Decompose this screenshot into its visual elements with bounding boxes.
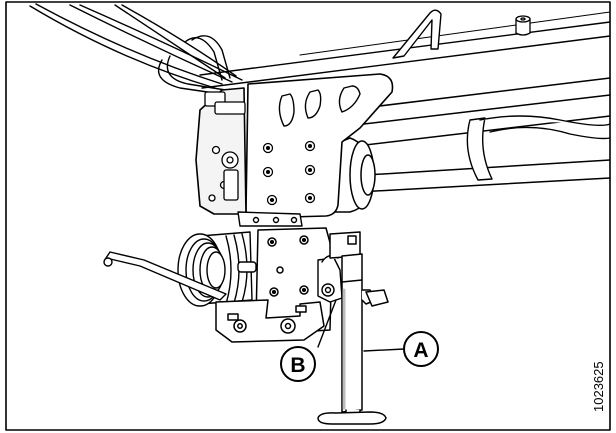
callout-leaders [317,299,405,352]
pull-rod [103,251,227,301]
tube-collar [466,115,611,181]
bolt-stud-top [515,15,531,36]
callout-b: B [280,346,316,382]
callout-b-label: B [290,354,305,377]
callout-a-label: A [413,339,428,362]
plate-slots [278,85,361,127]
figure-id: 1023625 [591,361,606,412]
hydraulic-hoses [29,3,243,97]
handle-bar [392,9,442,59]
leader-a [363,348,405,352]
leader-b [317,299,337,348]
cable-reel [177,231,257,307]
lower-bracket [237,211,303,227]
foot-bracket [215,299,325,343]
jack-stand [317,231,389,425]
valve-fittings [204,91,246,201]
callout-a: A [403,331,439,367]
